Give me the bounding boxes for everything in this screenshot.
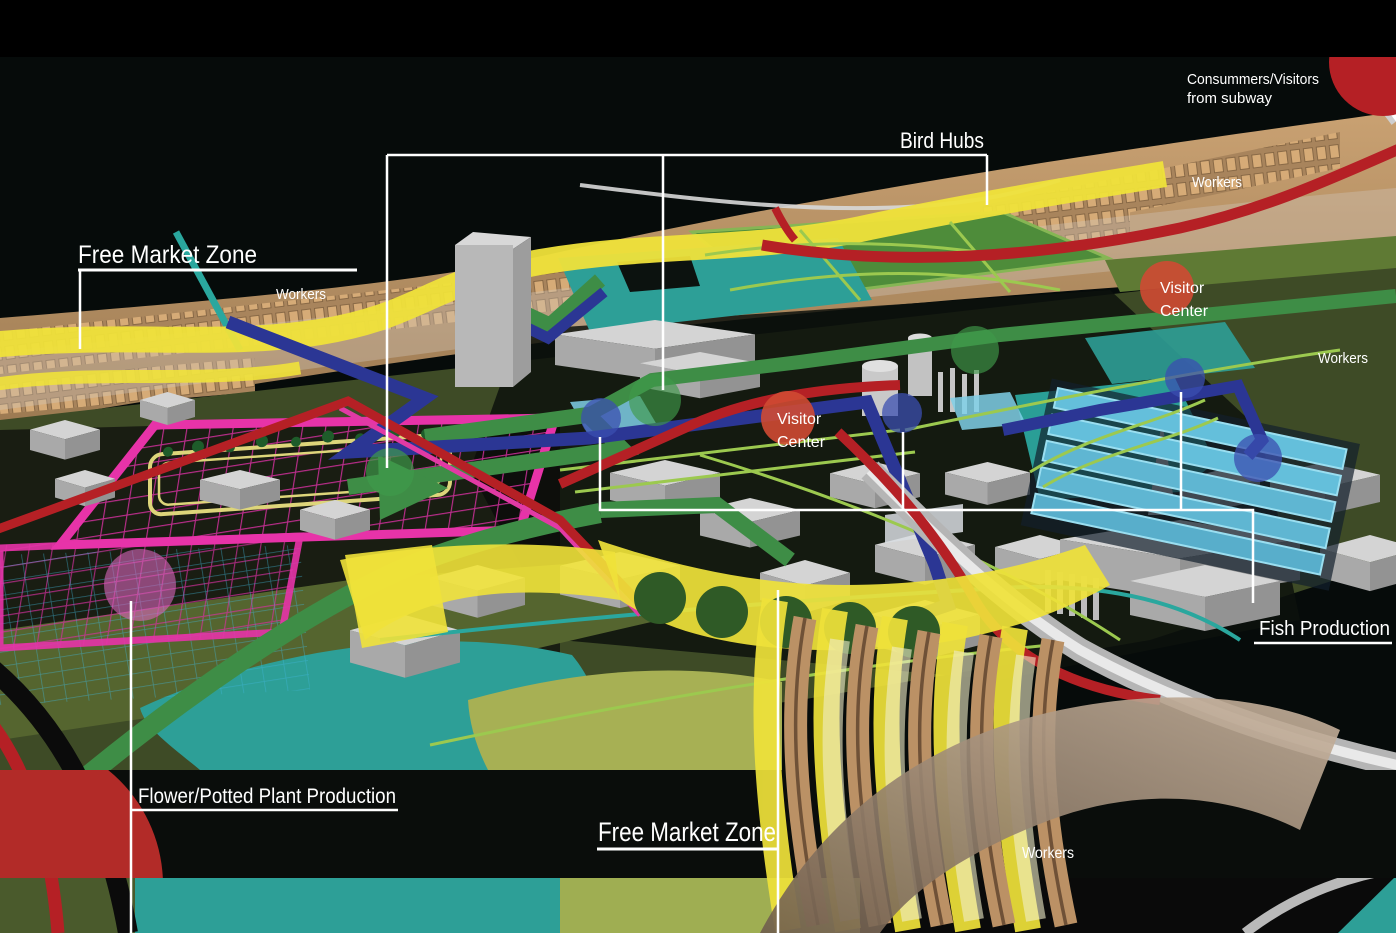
fish-hub-circle <box>1165 358 1205 398</box>
fish-callout-frame <box>598 437 1255 603</box>
labels: Consummers/Visitors from subway Bird Hub… <box>78 71 1390 862</box>
visitor-center-label-line2: Center <box>777 434 826 451</box>
fish-hub-circle <box>581 398 621 438</box>
bottom-strip-teal <box>135 878 560 933</box>
canal-dark-patch <box>617 256 700 292</box>
visitor-center-circle <box>761 391 815 445</box>
visitor-center-right-label-line1: Visitor <box>1160 280 1205 297</box>
consumers-label-line1: Consummers/Visitors <box>1187 71 1319 88</box>
light-green-field <box>468 670 782 770</box>
flower-hub-circle <box>104 549 176 621</box>
market-hand <box>340 540 1340 933</box>
yellow-market-ribbon-branch <box>0 361 302 391</box>
workers-swath <box>760 697 1340 933</box>
bird-hub-circle <box>366 448 414 496</box>
consumers-label-line2: from subway <box>1187 90 1273 107</box>
workers-housing-band <box>980 132 1340 244</box>
fish-pool <box>1030 492 1326 576</box>
bird-hub-circle <box>951 326 999 374</box>
fish-pool <box>1041 439 1337 523</box>
fish-hub-circle <box>882 393 922 433</box>
bird-hubs-label: Bird Hubs <box>900 128 984 153</box>
top-black-band <box>0 0 1396 57</box>
teal-pond-small <box>1085 322 1255 384</box>
workers-label-top-right: Workers <box>1192 174 1242 191</box>
fish-pool <box>1035 466 1331 550</box>
callout-lines <box>78 153 1392 933</box>
yellow-greenhouse-frame <box>148 426 452 517</box>
yellow-market-ribbon <box>0 161 1168 358</box>
fish-hub-circle <box>1234 434 1282 482</box>
market-entry-circle <box>0 770 163 878</box>
flower-production-label: Flower/Potted Plant Production <box>138 785 396 808</box>
workers-label-top-left: Workers <box>276 286 326 303</box>
workers-label-bottom: Workers <box>1022 845 1074 862</box>
fish-pools <box>570 378 1360 591</box>
visitor-center-right-label-line2: Center <box>1160 303 1209 320</box>
visitor-center-label-line1: Visitor <box>777 411 822 428</box>
bird-hub-circle <box>629 374 681 426</box>
fish-production-label: Fish Production <box>1259 618 1390 640</box>
small-pool <box>950 392 1026 430</box>
bottom-teal-wedge <box>1338 876 1396 933</box>
free-market-zone-left-label: Free Market Zone <box>78 241 257 269</box>
hub-markers <box>104 8 1396 621</box>
visitor-center-circle <box>1140 261 1194 315</box>
free-market-zone-bottom-label: Free Market Zone <box>598 817 776 847</box>
tower-building <box>455 232 531 387</box>
black-curve-road <box>0 662 138 933</box>
workers-label-right: Workers <box>1318 350 1368 367</box>
yellow-wedge <box>345 545 448 648</box>
